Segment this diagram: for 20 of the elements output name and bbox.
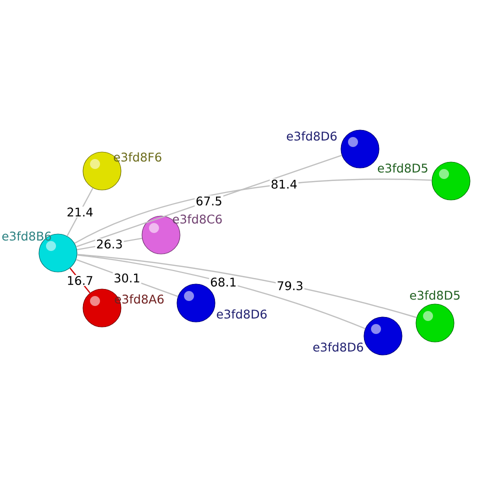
node-label: e3fd8C6 — [172, 214, 222, 224]
connector-line — [76, 154, 342, 248]
connector-line — [77, 254, 417, 318]
connector-line — [77, 254, 366, 330]
node-label: e3fd8D5 — [378, 163, 428, 173]
edge-label: 67.5 — [194, 195, 224, 207]
edge-label: 79.3 — [276, 280, 304, 292]
node-label: e3fd8D5 — [410, 290, 460, 300]
edge-label: 68.1 — [209, 276, 238, 288]
connector-line — [74, 178, 432, 244]
node-label: e3fd8D6 — [216, 309, 267, 319]
edge-label: 16.7 — [66, 274, 94, 286]
edge-label: 81.4 — [270, 178, 298, 190]
node-label: e3fd8D6 — [313, 342, 364, 352]
edge-label: 30.1 — [112, 272, 142, 284]
node-label: e3fd8B6 — [2, 231, 52, 241]
node-label: e3fd8D6 — [286, 131, 337, 141]
edge-label: 21.4 — [66, 206, 94, 218]
node-label: e3fd8F6 — [114, 152, 162, 162]
edge-label: 26.3 — [95, 238, 124, 250]
